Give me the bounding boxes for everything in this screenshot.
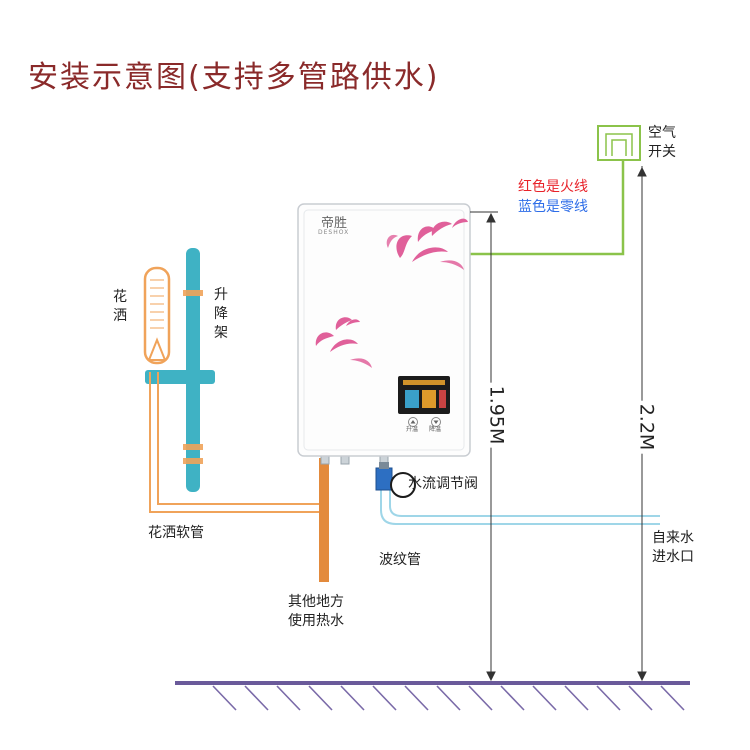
tap-water-label-line1: 自来水 bbox=[652, 530, 694, 546]
power-cable bbox=[470, 158, 625, 256]
other-hot-water-label-line2: 使用热水 bbox=[288, 613, 344, 629]
dimension-line-heater bbox=[470, 211, 498, 682]
air-switch bbox=[597, 125, 641, 161]
lift-rack bbox=[145, 248, 215, 492]
down-button bbox=[431, 417, 441, 427]
corrugated-pipe-label: 波纹管 bbox=[379, 552, 421, 568]
switch-height-label: 2.2M bbox=[635, 400, 658, 454]
up-button bbox=[408, 417, 418, 427]
heater-height-label: 1.95M bbox=[485, 382, 508, 448]
lift-rack-label: 升降架 bbox=[214, 287, 228, 341]
heater-brand-en: DESHOX bbox=[318, 229, 350, 236]
air-switch-label: 空气开关 bbox=[648, 125, 676, 160]
floral-pattern-bottom bbox=[315, 317, 372, 368]
shower-hose bbox=[149, 372, 325, 513]
cold-water-pipe bbox=[380, 480, 660, 525]
other-hot-water-label-line1: 其他地方 bbox=[288, 594, 344, 610]
floral-pattern-top bbox=[386, 218, 468, 270]
up-button-label: 升温 bbox=[406, 426, 419, 433]
outlet-pipe bbox=[319, 458, 329, 582]
flow-valve-callout bbox=[390, 472, 416, 498]
display-panel bbox=[398, 376, 450, 414]
shower-head bbox=[143, 266, 171, 365]
shower-hose-label: 花洒软管 bbox=[148, 525, 204, 541]
tap-water-label-line2: 进水口 bbox=[652, 549, 694, 565]
water-heater bbox=[297, 203, 471, 457]
flow-valve bbox=[375, 462, 393, 491]
shower-head-label: 花洒 bbox=[113, 289, 127, 324]
down-button-label: 降温 bbox=[429, 426, 442, 433]
diagram-title: 安装示意图(支持多管路供水) bbox=[28, 60, 440, 95]
heater-brand-cn: 帝胜 bbox=[321, 216, 348, 231]
flow-valve-label: 水流调节阀 bbox=[408, 476, 478, 492]
floor bbox=[175, 681, 690, 711]
neutral-wire-note: 蓝色是零线 bbox=[518, 199, 588, 215]
live-wire-note: 红色是火线 bbox=[518, 179, 588, 195]
